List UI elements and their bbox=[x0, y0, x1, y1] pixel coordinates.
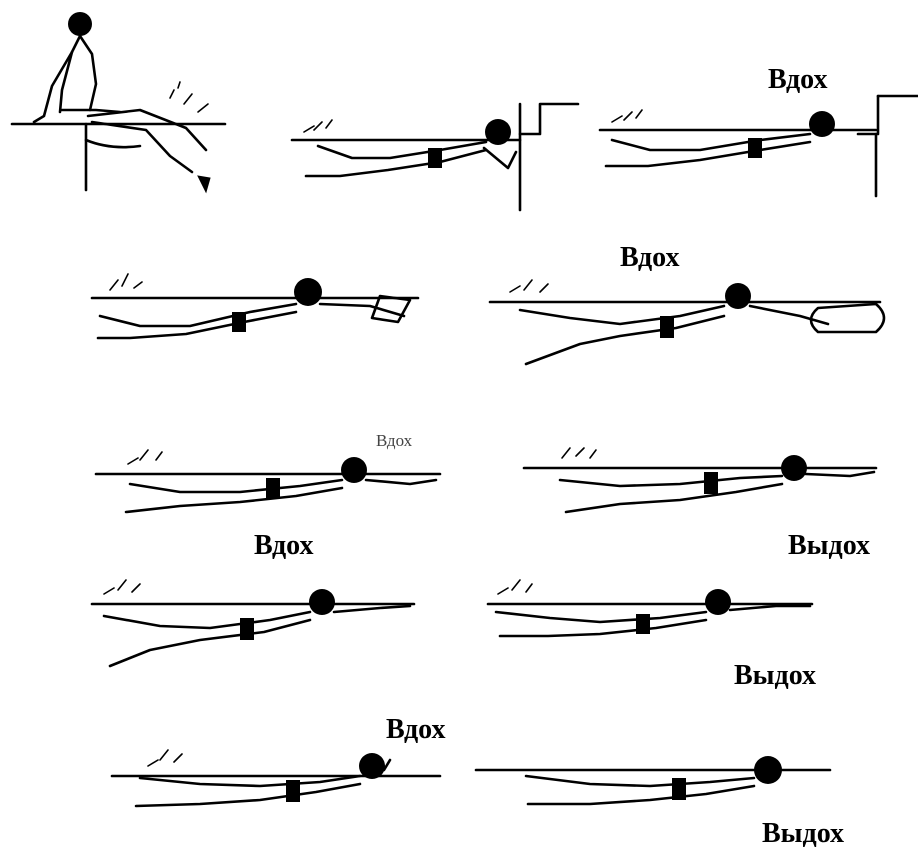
swimmer-full-stroke-inhale bbox=[112, 750, 440, 806]
label-inhale-row3-small: Вдох bbox=[376, 432, 412, 449]
swimmer-glide-exhale bbox=[524, 448, 876, 512]
label-exhale-row5: Выдох bbox=[762, 820, 844, 848]
swimmer-holding-edge bbox=[292, 104, 578, 210]
label-inhale-top-right: Вдох bbox=[768, 66, 827, 94]
swimmer-glide-inhale bbox=[96, 450, 440, 512]
label-exhale-row4: Выдох bbox=[734, 662, 816, 690]
swimmer-with-kickboard-2 bbox=[490, 280, 884, 364]
swimmer-with-kickboard-1 bbox=[92, 274, 418, 338]
label-inhale-row3: Вдох bbox=[254, 532, 313, 560]
swimmer-sitting-on-edge bbox=[12, 12, 225, 192]
label-exhale-row3: Выдох bbox=[788, 532, 870, 560]
label-inhale-row2: Вдох bbox=[620, 244, 679, 272]
swimmer-arms-stretched-exhale bbox=[488, 580, 812, 636]
swimmer-full-stroke-exhale bbox=[476, 756, 830, 804]
swimmer-arms-stretched-inhale bbox=[92, 580, 414, 666]
swimmer-at-edge-inhale bbox=[600, 96, 918, 196]
label-inhale-row5: Вдох bbox=[386, 716, 445, 744]
